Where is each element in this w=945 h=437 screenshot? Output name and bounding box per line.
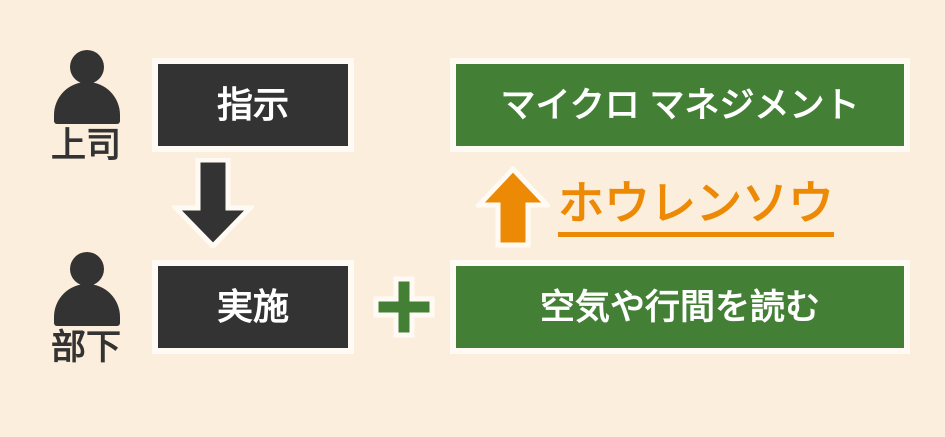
feedback-underline bbox=[558, 232, 834, 237]
arrow-up-icon bbox=[476, 166, 550, 248]
arrow-down-icon bbox=[172, 158, 254, 248]
action-box-instruction: 指示 bbox=[152, 58, 354, 152]
outcome-box-micromanagement: マイクロ マネジメント bbox=[450, 58, 910, 152]
feedback-label-text: ホウレンソウ bbox=[558, 177, 834, 229]
person-icon-subordinate bbox=[48, 252, 126, 332]
role-label-subordinate: 部下 bbox=[50, 328, 121, 367]
plus-icon bbox=[373, 276, 435, 338]
person-icon-boss bbox=[48, 50, 126, 130]
outcome-box-read-the-air: 空気や行間を読む bbox=[450, 260, 910, 354]
action-box-execution: 実施 bbox=[152, 260, 354, 354]
person-body-icon bbox=[54, 284, 120, 326]
person-head-icon bbox=[70, 50, 104, 84]
role-label-boss: 上司 bbox=[50, 126, 121, 165]
person-head-icon bbox=[70, 252, 104, 286]
person-body-icon bbox=[54, 82, 120, 124]
feedback-label-hourensou: ホウレンソウ bbox=[558, 177, 834, 237]
